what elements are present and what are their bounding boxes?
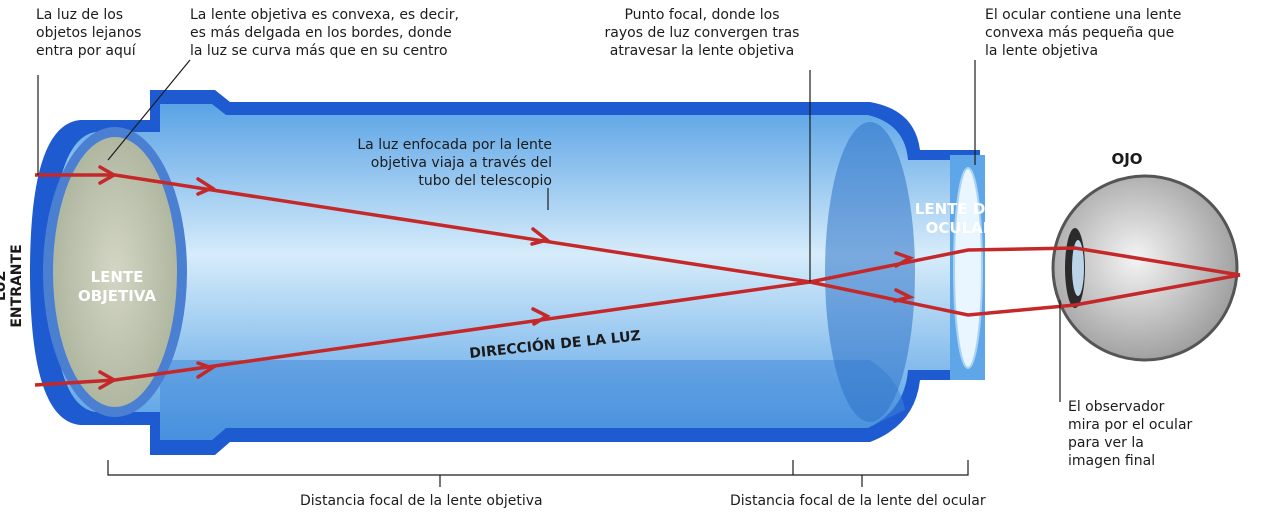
eyepiece-lens [953, 167, 983, 369]
tube-back-shadow [825, 122, 915, 422]
caption-eyepiece-focal-distance: Distancia focal de la lente del ocular [730, 493, 986, 509]
ray-arrowheads [98, 165, 915, 390]
label-luz-entrante: LUZ ENTRANTE [0, 244, 25, 328]
annotation-observer: El observador mira por el ocular para ve… [1068, 399, 1193, 469]
annotation-eyepiece-lens: El ocular contiene una lente convexa más… [985, 7, 1182, 59]
annotation-objective-convex: La lente objetiva es convexa, es decir, … [190, 7, 459, 59]
objective-lens [53, 137, 177, 407]
light-ray-bottom [34, 273, 1241, 387]
annotation-incoming-light: La luz de los objetos lejanos entra por … [36, 7, 142, 59]
light-rays [34, 173, 1241, 387]
label-lente-objetiva: LENTE OBJETIVA [77, 268, 157, 305]
eye-pupil [1072, 240, 1084, 296]
label-lente-ocular: LENTE DEL OCULAR [914, 200, 1006, 237]
annotation-focused-light: La luz enfocada por la lente objetiva vi… [357, 137, 552, 189]
leader-lines [37, 59, 1061, 402]
label-ojo: OJO [1111, 150, 1143, 168]
focal-brackets [107, 460, 969, 487]
annotation-focal-point: Punto focal, donde los rayos de luz conv… [604, 7, 800, 59]
objective-focal-bracket [107, 460, 794, 476]
light-ray-top [35, 173, 1241, 284]
tube-shadow [160, 360, 905, 440]
eyepiece-focal-bracket [793, 460, 969, 476]
eye [1051, 174, 1239, 362]
caption-objective-focal-distance: Distancia focal de la lente objetiva [300, 493, 543, 509]
